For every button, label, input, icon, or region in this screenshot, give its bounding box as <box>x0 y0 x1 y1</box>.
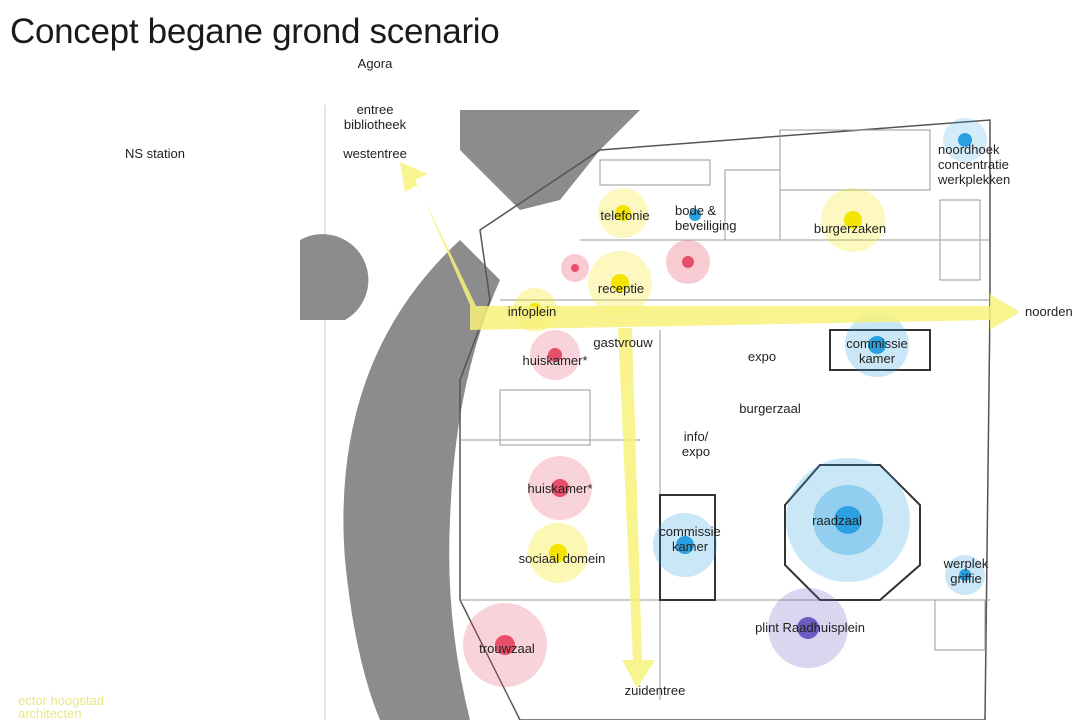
label-commissie-kamer-1: commissie kamer <box>846 336 908 366</box>
zone-blue <box>676 536 694 554</box>
zone-red <box>571 264 579 272</box>
label-bode-beveiliging: bode & beveiliging <box>675 203 737 233</box>
route-noorden-arrow <box>470 294 1020 330</box>
label-telefonie: telefonie <box>600 208 650 223</box>
zone-blue <box>834 506 862 534</box>
zone-red <box>682 256 694 268</box>
zone-yellow <box>549 544 567 562</box>
zone-yellow <box>844 211 862 229</box>
zone-blue <box>689 209 701 221</box>
label-sociaal-domein: sociaal domein <box>518 551 606 566</box>
label-raadzaal: raadzaal <box>812 513 862 528</box>
label-huiskamer-2: huiskamer* <box>527 481 593 496</box>
circulation-routes <box>400 162 1020 688</box>
label-commissie-kamer-2: commissie kamer <box>659 524 721 554</box>
label-ns-station: NS station <box>125 146 185 161</box>
label-infoplein: infoplein <box>507 304 557 319</box>
route-zuidentree-arrow <box>618 328 655 688</box>
library-volume <box>343 240 500 720</box>
label-burgerzaken: burgerzaken <box>813 221 887 236</box>
rotunda <box>300 234 369 320</box>
zone-red <box>495 635 515 655</box>
label-noordhoek: noordhoek concentratie werkplekken <box>938 142 1011 187</box>
architect-logo: ector hoogstad architecten <box>18 693 105 721</box>
label-agora: Agora <box>357 56 393 71</box>
zone-yellow <box>611 274 629 292</box>
label-huiskamer-1: huiskamer* <box>522 353 588 368</box>
north-volume <box>460 110 640 210</box>
route-westentree-arrow <box>400 162 480 328</box>
zone-circles <box>463 118 987 687</box>
zone-blue <box>958 133 972 147</box>
building-outline <box>459 119 991 720</box>
label-westentree: westentree <box>343 146 407 161</box>
page-title: Concept begane grond scenario <box>10 12 500 51</box>
label-zuidentree: zuidentree <box>624 683 686 698</box>
label-trouwzaal: trouwzaal <box>479 641 535 656</box>
zone-blue <box>868 336 886 354</box>
zone-purple <box>797 617 819 639</box>
label-expo: expo <box>747 349 777 364</box>
label-werkplek-griffie: werplek griffie <box>943 556 989 586</box>
label-receptie: receptie <box>597 281 645 296</box>
label-plint-raadhuisplein: plint Raadhuisplein <box>755 620 865 635</box>
label-noorden: noorden <box>1025 304 1073 319</box>
zone-red <box>548 348 562 362</box>
label-burgerzaal: burgerzaal <box>739 401 801 416</box>
zone-yellow <box>615 205 631 221</box>
zone-blue <box>959 569 971 581</box>
zone-red <box>551 479 569 497</box>
label-info-expo: info/ expo <box>681 429 711 459</box>
label-gastvrouw: gastvrouw <box>593 335 653 350</box>
interior-walls <box>460 129 990 700</box>
label-entree-bibliotheek: entree bibliotheek <box>343 102 407 132</box>
